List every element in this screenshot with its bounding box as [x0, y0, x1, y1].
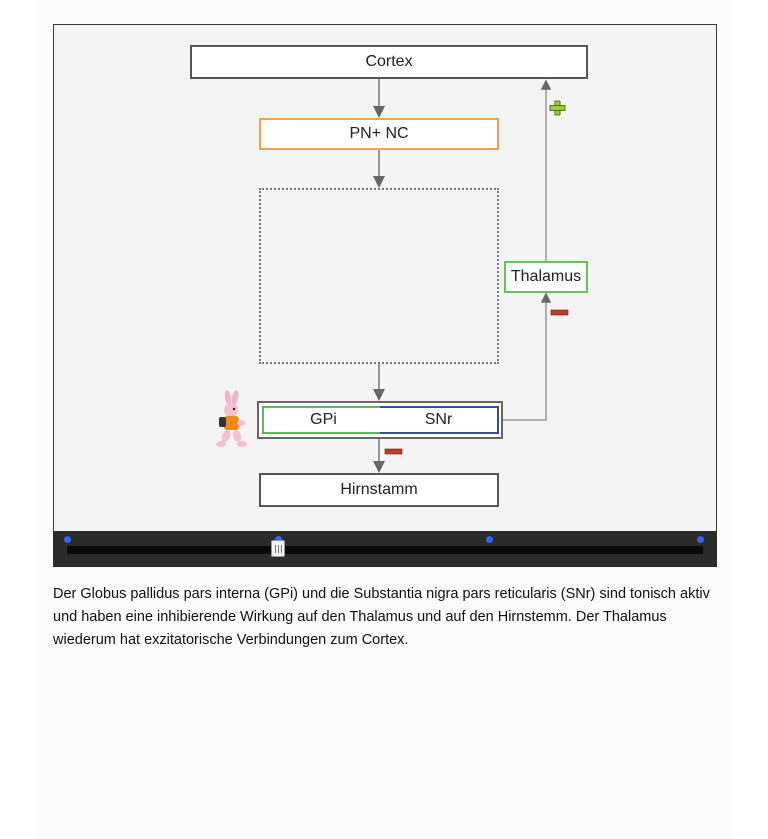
hidden-striatum-placeholder	[259, 188, 499, 364]
minus-sign-hirnstamm-icon	[384, 448, 403, 455]
minus-sign-thalamus-icon	[550, 309, 569, 316]
timeline-step-marker-1[interactable]	[64, 536, 71, 543]
timeline-handle[interactable]	[271, 540, 285, 557]
cortex-node: Cortex	[190, 45, 588, 79]
pn-nc-label: PN+ NC	[349, 125, 409, 142]
timeline-step-marker-3[interactable]	[486, 536, 493, 543]
arrow-gpisnr-to-thalamus	[503, 292, 552, 421]
bunny-mascot-icon	[216, 390, 247, 447]
description-text: Der Globus pallidus pars interna (GPi) u…	[53, 586, 710, 648]
hirnstamm-label: Hirnstamm	[340, 481, 418, 498]
timeline-track[interactable]	[67, 546, 703, 554]
snr-segment: SNr	[380, 406, 499, 434]
gpi-snr-node: GPi SNr	[257, 401, 503, 439]
thalamus-node: Thalamus	[504, 261, 588, 293]
gpi-segment: GPi	[262, 406, 383, 434]
basal-ganglia-diagram: Cortex PN+ NC Thalamus GPi SNr Hirnstamm	[53, 24, 717, 532]
timeline-scrubber[interactable]	[53, 531, 717, 567]
hirnstamm-node: Hirnstamm	[259, 473, 499, 507]
snr-label: SNr	[424, 411, 453, 428]
timeline-step-marker-2[interactable]	[275, 536, 282, 543]
cortex-label: Cortex	[365, 53, 413, 70]
thalamus-label: Thalamus	[510, 268, 582, 285]
diagram-connectors	[373, 79, 569, 473]
gpi-label: GPi	[310, 411, 337, 428]
pn-nc-node: PN+ NC	[259, 118, 499, 150]
plus-sign-icon	[549, 100, 566, 116]
timeline-step-marker-4[interactable]	[697, 536, 704, 543]
